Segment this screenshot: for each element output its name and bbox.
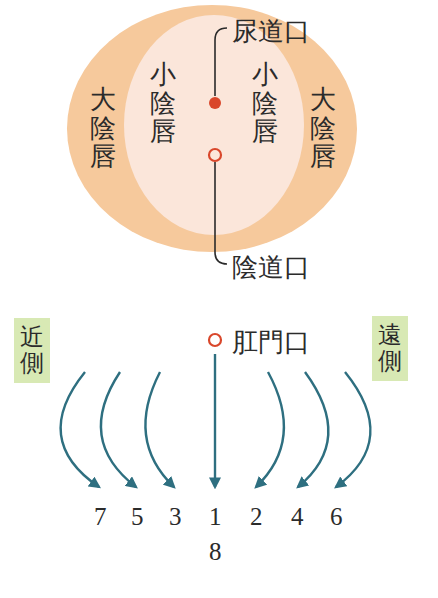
part-label: 陰道口: [232, 250, 310, 285]
wipe-arrow: [145, 372, 174, 487]
anus-mark: [209, 334, 221, 346]
order-number: 4: [291, 503, 304, 531]
wipe-arrow: [256, 372, 284, 487]
order-number: 1: [209, 503, 222, 531]
wipe-arrow: [298, 372, 328, 487]
oval-fill: [124, 15, 304, 235]
urethra-mark: [209, 97, 221, 109]
order-number: 6: [330, 503, 343, 531]
order-number: 7: [94, 503, 107, 531]
order-number: 8: [209, 538, 222, 566]
side-label: 近側: [20, 324, 44, 377]
leader-line: [215, 28, 227, 96]
oval-fill: [67, 5, 357, 252]
order-number: 5: [131, 503, 144, 531]
wipe-arrow: [214, 354, 216, 487]
part-label: 尿道口: [232, 14, 310, 49]
region-label: 小陰唇: [252, 60, 278, 146]
region-label: 小陰唇: [150, 60, 176, 146]
wipe-arrow: [336, 372, 370, 487]
wipe-arrow: [101, 372, 136, 487]
order-number: 2: [250, 503, 263, 531]
labia-minora-region: 小陰唇 小陰唇: [124, 15, 304, 235]
vagina-mark: [209, 149, 221, 161]
labia-majora-region: 大陰唇 大陰唇 小陰唇 小陰唇: [67, 5, 357, 252]
near-side-box: 近側: [14, 318, 50, 383]
region-label: 大陰唇: [310, 85, 336, 171]
part-label: 肛門口: [232, 325, 310, 360]
region-label: 大陰唇: [90, 85, 116, 171]
side-label: 遠側: [378, 322, 402, 375]
far-side-box: 遠側: [372, 316, 408, 381]
wipe-arrow: [61, 372, 99, 487]
leader-line: [215, 162, 227, 264]
order-number: 3: [169, 503, 182, 531]
